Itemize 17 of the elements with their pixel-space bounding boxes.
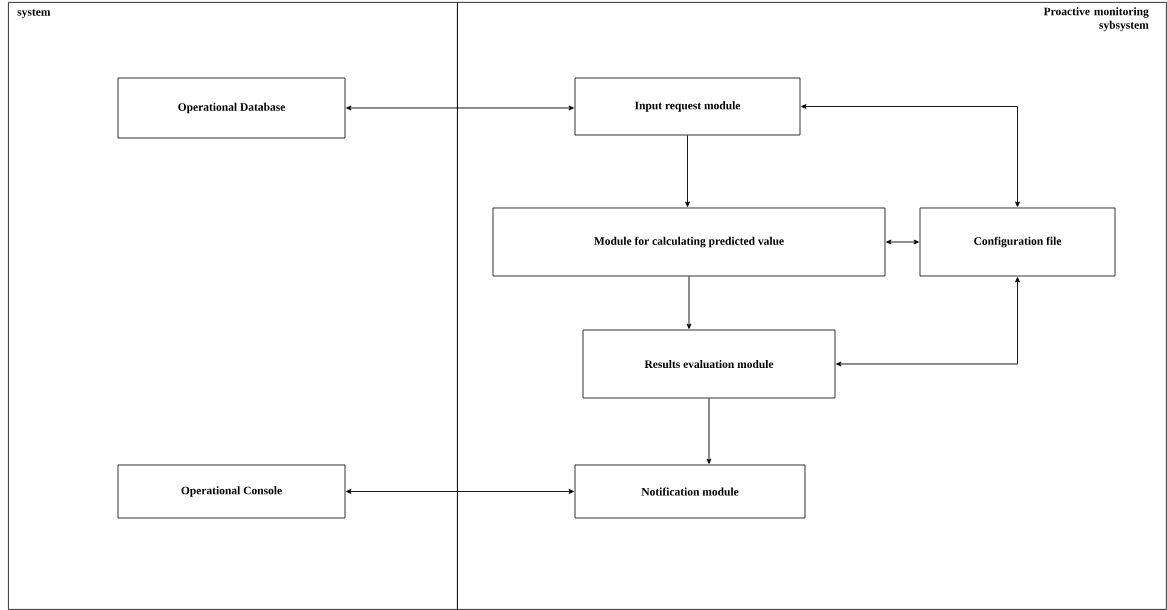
process-box: Configuration file (919, 207, 1116, 277)
process-box: Operational Console (117, 464, 346, 519)
process-box: Operational Database (117, 77, 346, 139)
arrow (346, 105, 574, 111)
arrow (706, 397, 712, 464)
process-box: Notification module (574, 464, 806, 519)
arrow (686, 275, 692, 329)
arrow (801, 104, 1020, 207)
arrow (346, 489, 574, 494)
panel-heading: system (17, 9, 51, 19)
process-box: Input request module (574, 77, 801, 136)
process-box: Module for calculating predicted value (492, 207, 886, 277)
arrow (685, 134, 690, 207)
panel-heading: Proactive monitoring sybsystem (1043, 7, 1149, 32)
arrow (886, 239, 919, 245)
process-box: Results evaluation module (582, 329, 836, 399)
arrow (836, 277, 1020, 367)
